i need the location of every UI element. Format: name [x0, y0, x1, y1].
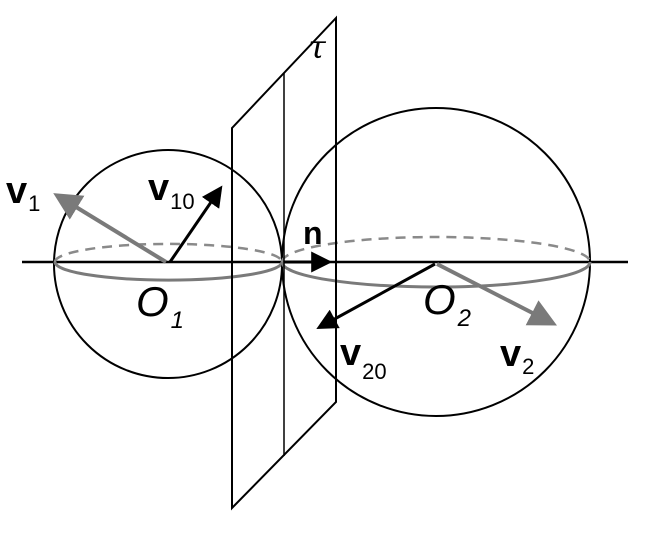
v2-label: v2 — [500, 333, 534, 379]
v10-label: v10 — [148, 167, 195, 214]
sphere-2-equator-front — [280, 261, 592, 289]
sphere-1-equator-front — [53, 261, 284, 282]
normal-label: n — [303, 215, 323, 251]
vector-v2 — [436, 262, 557, 326]
vector-v1 — [53, 193, 168, 264]
o2-label: O2 — [423, 276, 471, 332]
v1-label: v1 — [6, 170, 40, 216]
v20-label: v20 — [340, 332, 387, 384]
tangent-plane — [231, 15, 337, 511]
vector-v10 — [168, 185, 223, 263]
sphere-2-equator-back — [280, 235, 592, 263]
plane-label: τ — [308, 28, 327, 66]
o1-label: O1 — [136, 278, 184, 334]
vector-v20 — [316, 262, 436, 330]
sphere-1-equator-back — [53, 242, 284, 263]
